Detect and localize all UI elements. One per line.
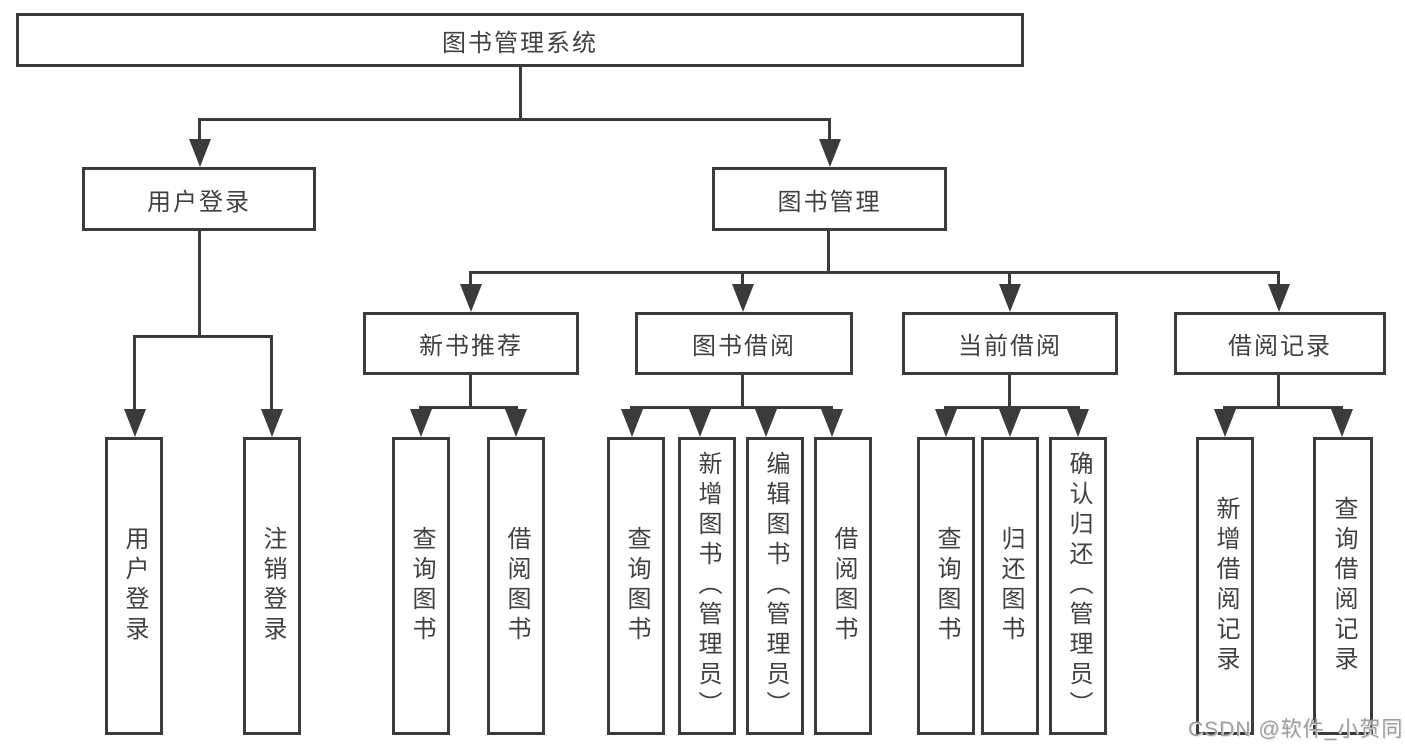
connector-line — [741, 373, 744, 408]
node-leaf-borrow-books-2: 借阅图书 — [814, 437, 872, 735]
arrowhead — [732, 284, 754, 312]
node-borrowing-records: 借阅记录 — [1174, 312, 1386, 375]
node-leaf-user-login: 用户登录 — [105, 437, 163, 735]
node-leaf-edit-book-admin: 编辑图书（管理员） — [746, 437, 804, 735]
arrowhead — [999, 284, 1021, 312]
node-label: 用户登录 — [121, 526, 148, 646]
node-book-management: 图书管理 — [712, 167, 947, 231]
node-label: 当前借阅 — [958, 333, 1062, 360]
arrowhead — [621, 409, 643, 437]
node-leaf-confirm-return-admin: 确认归还（管理员） — [1049, 437, 1107, 735]
arrowhead — [124, 409, 146, 437]
node-label: 编辑图书（管理员） — [762, 451, 789, 721]
node-label: 归还图书 — [997, 526, 1024, 646]
node-leaf-query-borrow-record: 查询借阅记录 — [1313, 437, 1373, 735]
node-leaf-query-books-1: 查询图书 — [392, 437, 450, 735]
connector-line — [1008, 271, 1011, 287]
node-label: 借阅图书 — [830, 526, 857, 646]
node-new-book-recommend: 新书推荐 — [363, 312, 579, 375]
node-label: 查询图书 — [623, 526, 650, 646]
connector-line — [944, 406, 1080, 409]
node-leaf-query-books-3: 查询图书 — [917, 437, 975, 735]
arrowhead — [1268, 284, 1290, 312]
connector-line — [198, 229, 201, 337]
connector-line — [1008, 373, 1011, 408]
connector-line — [419, 406, 518, 409]
node-label: 新增图书（管理员） — [694, 451, 721, 721]
connector-line — [133, 335, 136, 411]
node-label: 用户登录 — [147, 188, 251, 216]
node-label: 查询借阅记录 — [1330, 496, 1357, 676]
connector-line — [1223, 406, 1343, 409]
connector-line — [469, 271, 472, 287]
arrowhead — [1067, 409, 1089, 437]
node-user-login: 用户登录 — [82, 167, 316, 231]
connector-line — [198, 118, 831, 121]
connector-line — [133, 335, 273, 338]
connector-line — [270, 335, 273, 411]
connector-line — [469, 373, 472, 408]
connector-line — [1277, 271, 1280, 287]
node-label: 查询图书 — [408, 526, 435, 646]
arrowhead — [819, 139, 841, 167]
arrowhead — [460, 284, 482, 312]
arrowhead — [1214, 409, 1236, 437]
node-root-library-management-system: 图书管理系统 — [16, 13, 1024, 67]
node-label: 确认归还（管理员） — [1065, 451, 1092, 721]
arrowhead — [189, 139, 211, 167]
node-leaf-borrow-books-1: 借阅图书 — [487, 437, 545, 735]
connector-line — [630, 406, 833, 409]
csdn-watermark: CSDN @软件_小贺同学 — [1188, 718, 1405, 741]
arrowhead — [755, 409, 777, 437]
node-label: 新增借阅记录 — [1212, 496, 1239, 676]
node-label: 图书管理 — [777, 188, 882, 216]
node-leaf-add-borrow-record: 新增借阅记录 — [1196, 437, 1254, 735]
connector-line — [519, 64, 522, 120]
node-book-borrowing: 图书借阅 — [635, 312, 853, 375]
arrowhead — [821, 409, 843, 437]
arrowhead — [261, 409, 283, 437]
arrowhead — [689, 409, 711, 437]
node-label: 查询图书 — [933, 526, 960, 646]
arrowhead — [935, 409, 957, 437]
node-label: 新书推荐 — [419, 333, 523, 360]
connector-line — [198, 118, 201, 142]
connector-line — [827, 229, 830, 273]
node-label: 借阅图书 — [503, 526, 530, 646]
arrowhead — [1331, 409, 1353, 437]
node-label: 图书管理系统 — [442, 29, 598, 57]
node-label: 图书借阅 — [692, 333, 796, 360]
connector-line — [469, 271, 1280, 274]
node-current-borrowing: 当前借阅 — [902, 312, 1118, 375]
node-label: 借阅记录 — [1228, 333, 1332, 360]
node-label: 注销登录 — [259, 526, 286, 646]
connector-line — [1277, 373, 1280, 408]
arrowhead — [999, 409, 1021, 437]
node-leaf-query-books-2: 查询图书 — [607, 437, 665, 735]
node-leaf-add-book-admin: 新增图书（管理员） — [678, 437, 736, 735]
arrowhead — [410, 409, 432, 437]
connector-line — [828, 118, 831, 142]
arrowhead — [505, 409, 527, 437]
node-leaf-return-book: 归还图书 — [981, 437, 1039, 735]
connector-line — [741, 271, 744, 287]
node-leaf-logout: 注销登录 — [243, 437, 301, 735]
